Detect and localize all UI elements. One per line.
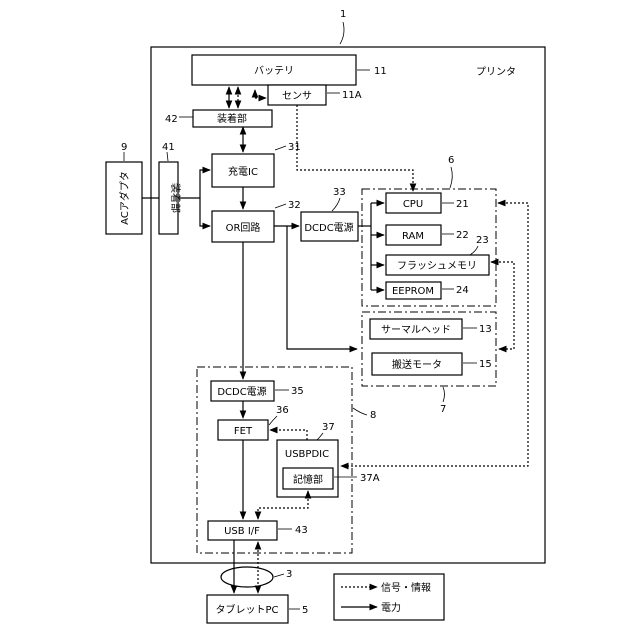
tablet-pc-label: タブレットPC (215, 603, 278, 616)
charge-ic-leader (275, 146, 286, 150)
ram-label: RAM (402, 231, 424, 242)
motor-ref: 15 (479, 359, 492, 370)
flash-leader (470, 246, 478, 255)
mount-side-leader (167, 152, 168, 161)
motor-label: 搬送モータ (392, 358, 442, 371)
usb-if-ref: 43 (295, 525, 308, 536)
dcdc-main-leader (332, 198, 340, 211)
battery-ref: 11 (374, 66, 387, 77)
flash-ref: 23 (476, 235, 489, 246)
print-group-leader (443, 387, 445, 402)
signal-sensor-to-cpu (297, 105, 413, 191)
printer-label: プリンタ (476, 66, 516, 78)
sensor-label: センサ (282, 90, 312, 102)
mount-side-ref: 41 (162, 142, 175, 153)
thermal-head-label: サーマルヘッド (381, 324, 451, 336)
usbpdic-label: USBPDIC (285, 449, 329, 460)
figure-number-leader (340, 22, 344, 44)
sensor-ref: 11A (342, 90, 362, 101)
power-mount-to-charge (178, 170, 210, 198)
ram-ref: 22 (456, 230, 469, 241)
legend-power-label: 電力 (381, 601, 401, 614)
thermal-head-ref: 13 (479, 324, 492, 335)
power-to-print-group (287, 226, 357, 349)
usbpdic-ref: 37 (322, 422, 335, 433)
signal-battery-sensor (255, 90, 266, 98)
eeprom-ref: 24 (456, 285, 469, 296)
mount-top-label: 装着部 (217, 112, 247, 125)
dcdc-usb-label: DCDC電源 (217, 385, 266, 398)
fet-leader (269, 416, 277, 425)
legend-signal-label: 信号・情報 (381, 581, 431, 594)
dcdc-main-label: DCDC電源 (304, 221, 353, 234)
flash-label: フラッシュメモリ (397, 260, 477, 272)
tablet-pc-ref: 5 (302, 605, 308, 616)
fet-ref: 36 (276, 405, 289, 416)
storage-ref: 37A (360, 473, 380, 484)
signal-usbpdic-to-fet (270, 430, 307, 440)
cpu-ref: 21 (456, 199, 469, 210)
charge-ic-label: 充電IC (228, 165, 258, 178)
mount-top-ref: 42 (165, 114, 178, 125)
usb-group-leader (353, 408, 367, 415)
power-mount-to-or (200, 198, 210, 226)
eeprom-label: EEPROM (392, 286, 434, 297)
figure-number: 1 (340, 9, 346, 20)
usb-if-label: USB I/F (224, 526, 260, 537)
ac-adapter-label: ACアダプタ (118, 171, 131, 225)
cable-ellipse (221, 567, 273, 587)
charge-ic-ref: 31 (288, 142, 301, 153)
cable-leader (274, 574, 284, 577)
dcdc-main-ref: 33 (333, 187, 346, 198)
battery-label: バッテリ (254, 65, 294, 77)
fet-label: FET (234, 426, 253, 437)
control-group-leader (450, 167, 452, 188)
cpu-label: CPU (403, 199, 423, 210)
usb-group-ref: 8 (370, 410, 376, 421)
or-circuit-leader (275, 204, 286, 208)
storage-label: 記憶部 (293, 473, 323, 486)
or-circuit-ref: 32 (288, 200, 301, 211)
dcdc-usb-ref: 35 (291, 386, 304, 397)
print-group-ref: 7 (440, 404, 446, 415)
ac-adapter-ref: 9 (121, 142, 127, 153)
control-group-ref: 6 (448, 155, 454, 166)
cable-ref: 3 (286, 569, 292, 580)
or-circuit-label: OR回路 (226, 221, 261, 234)
usbpdic-leader (317, 433, 323, 440)
